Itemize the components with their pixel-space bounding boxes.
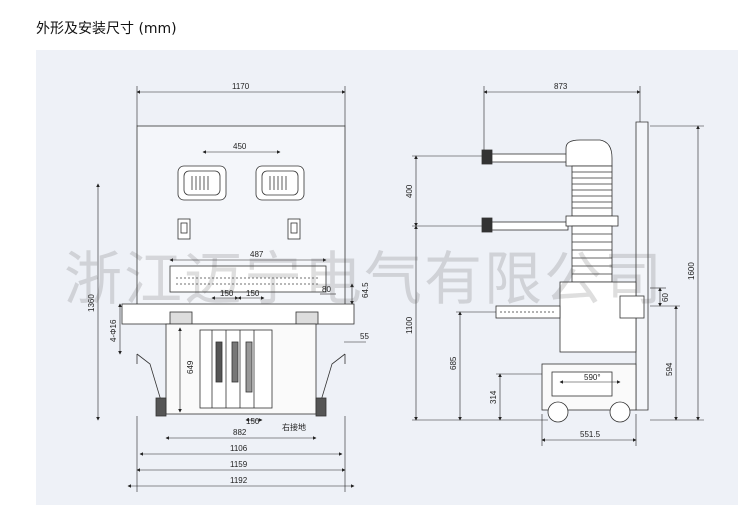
dim-150-right: 150 [246, 289, 260, 298]
front-dimensions [96, 86, 366, 492]
dim-150-left: 150 [220, 289, 234, 298]
dim-487: 487 [250, 250, 264, 259]
dim-1170: 1170 [232, 82, 250, 91]
dim-685: 685 [449, 356, 458, 370]
dim-314: 314 [489, 390, 498, 404]
side-dim-labels: 873 400 1100 685 314 1600 594 60 590° 55… [405, 82, 696, 439]
dim-60: 60 [661, 293, 670, 302]
dim-551-5: 551.5 [580, 430, 601, 439]
dim-4-phi-16: 4-Φ16 [109, 319, 118, 342]
page-title: 外形及安装尺寸 (mm) [36, 21, 177, 37]
ground-label: 右接地 [282, 422, 306, 432]
dim-1159: 1159 [230, 460, 248, 469]
side-dimensions [412, 86, 704, 446]
front-view [121, 125, 355, 417]
dim-450: 450 [233, 142, 247, 151]
dim-590: 590° [584, 373, 601, 382]
dim-1106: 1106 [230, 444, 248, 453]
dim-1192: 1192 [230, 476, 248, 485]
dim-80: 80 [322, 285, 331, 294]
dim-64-5: 64.5 [361, 282, 370, 298]
front-dim-labels: 1170 450 487 150 150 80 64.5 55 1360 4-Φ… [87, 82, 370, 485]
dim-150-ground: 150 [246, 417, 260, 426]
dim-649: 649 [186, 360, 195, 374]
dim-400: 400 [405, 184, 414, 198]
watermark: 浙江迈宁电气有限公司 [64, 245, 665, 313]
side-view [481, 121, 649, 423]
dim-873: 873 [554, 82, 568, 91]
dim-1360: 1360 [87, 294, 96, 312]
dim-594: 594 [665, 362, 674, 376]
dim-55: 55 [360, 332, 369, 341]
dim-882: 882 [233, 428, 247, 437]
dim-1100: 1100 [405, 316, 414, 334]
dim-1600: 1600 [687, 262, 696, 280]
